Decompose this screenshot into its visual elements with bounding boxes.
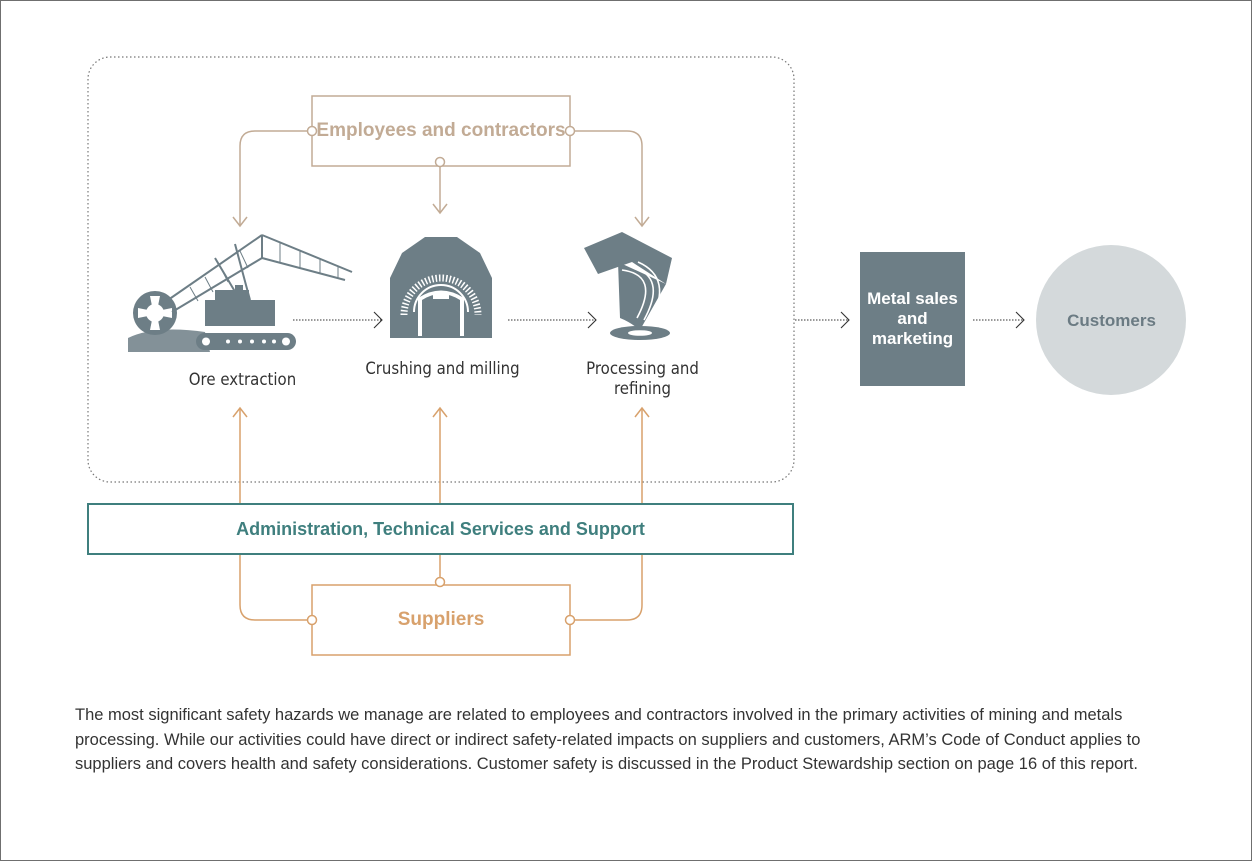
crushing-mill-icon (390, 237, 492, 338)
suppliers-label: Suppliers (397, 609, 485, 630)
customers-circle (1036, 245, 1186, 395)
admin-box (87, 503, 794, 555)
bucket-wheel-excavator-icon (128, 234, 353, 352)
metal-sales-box (860, 252, 965, 386)
employees-and-contractors-label: Employees and contractors (316, 120, 566, 141)
crushing-milling-label: Crushing and milling (365, 359, 520, 379)
metal-sales-label: Metal sales and marketing (867, 289, 958, 348)
ore-extraction-label: Ore extraction (188, 370, 297, 390)
processing-refining-label: Processing and refining (586, 359, 699, 399)
administration-label: Administration, Technical Services and S… (236, 519, 645, 539)
processing-chute-icon (584, 232, 672, 340)
caption-paragraph: The most significant safety hazards we m… (75, 706, 1141, 773)
flow-arrows (293, 311, 1025, 329)
customers-label: Customers (1067, 310, 1156, 330)
value-chain-diagram: Employees and contractors Administration… (87, 56, 1186, 656)
